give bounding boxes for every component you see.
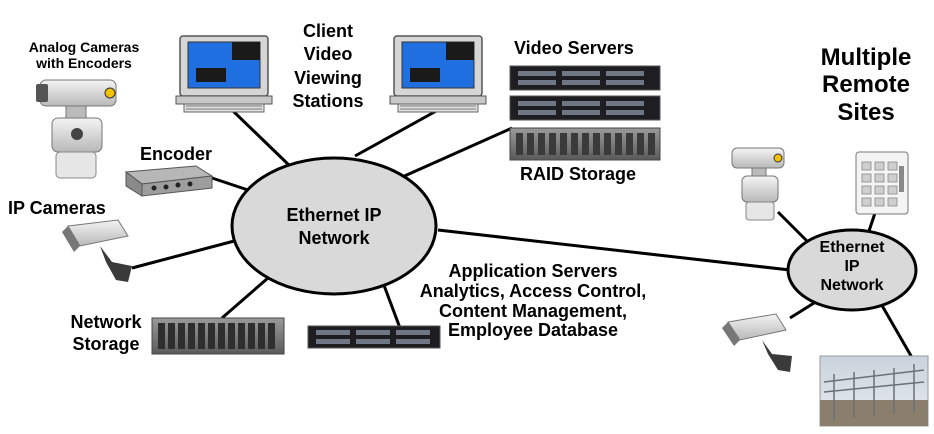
ip-cameras-label: IP Cameras <box>8 198 106 218</box>
app-servers-line-1: Application Servers <box>448 261 618 281</box>
link-encoder <box>211 176 249 192</box>
link-video-servers <box>399 126 513 180</box>
client-stations-line-3: Viewing <box>294 67 362 88</box>
ethernet-ip-network-node <box>230 156 438 296</box>
analog-cameras-line-1: Analog Cameras <box>28 39 140 55</box>
analog-camera-icon <box>36 79 117 179</box>
video-servers-label: Video Servers <box>514 38 634 58</box>
access-keypad-icon <box>855 151 909 215</box>
remote-network-label: Ethernet IP Network <box>800 238 904 296</box>
remote-sites-label: Multiple Remote Sites <box>804 44 928 126</box>
link-remote-network <box>437 228 791 272</box>
application-servers-label: Application Servers Analytics, Access Co… <box>402 261 664 341</box>
remote-sites-line-2: Remote <box>821 71 911 99</box>
raid-storage-label: RAID Storage <box>520 164 637 184</box>
remote-sites-line-1: Multiple <box>820 44 912 71</box>
connection-lines <box>131 108 920 369</box>
remote-network-line-1: Ethernet <box>819 239 885 256</box>
link-client-left <box>230 108 294 170</box>
remote-site-photo <box>819 355 929 427</box>
client-stations-line-2: Video <box>303 44 353 65</box>
client-monitor-left-icon <box>175 35 273 113</box>
link-network-storage <box>221 276 269 320</box>
video-server-2-icon <box>509 95 661 121</box>
network-storage-line-2: Storage <box>72 333 140 354</box>
main-network-line-1: Ethernet IP <box>286 205 382 225</box>
app-servers-line-3: Content Management, <box>438 300 627 321</box>
analog-cameras-line-2: with Encoders <box>36 54 132 71</box>
network-storage-line-1: Network <box>70 312 142 332</box>
encoder-label: Encoder <box>140 144 213 164</box>
remote-camera-2-icon <box>722 313 792 372</box>
network-storage-label: Network Storage <box>56 312 156 356</box>
link-client-right <box>354 108 439 158</box>
remote-network-line-2: IP <box>844 258 860 276</box>
video-server-1-icon <box>509 65 661 91</box>
remote-sites-line-3: Sites <box>837 98 895 126</box>
remote-camera-1-icon <box>731 147 785 221</box>
link-app-servers <box>380 279 402 329</box>
remote-network-line-3: Network <box>820 277 884 295</box>
app-servers-line-2: Analytics, Access Control, <box>419 280 647 301</box>
client-stations-label: Client Video Viewing Stations <box>276 20 380 114</box>
raid-storage-icon <box>509 127 661 161</box>
link-ip-camera <box>131 238 239 270</box>
analog-cameras-label: Analog Cameras with Encoders <box>12 39 156 71</box>
ip-camera-icon <box>62 219 132 282</box>
network-storage-icon <box>151 317 285 355</box>
encoder-icon <box>124 165 214 197</box>
application-server-icon <box>307 325 441 349</box>
main-network-label: Ethernet IP Network <box>264 204 404 251</box>
remote-ethernet-network-node <box>786 228 918 312</box>
app-servers-line-4: Employee Database <box>447 320 619 341</box>
client-stations-line-4: Stations <box>292 91 364 112</box>
client-stations-line-1: Client <box>302 21 353 41</box>
client-monitor-right-icon <box>389 35 487 113</box>
main-network-line-2: Network <box>298 228 370 249</box>
